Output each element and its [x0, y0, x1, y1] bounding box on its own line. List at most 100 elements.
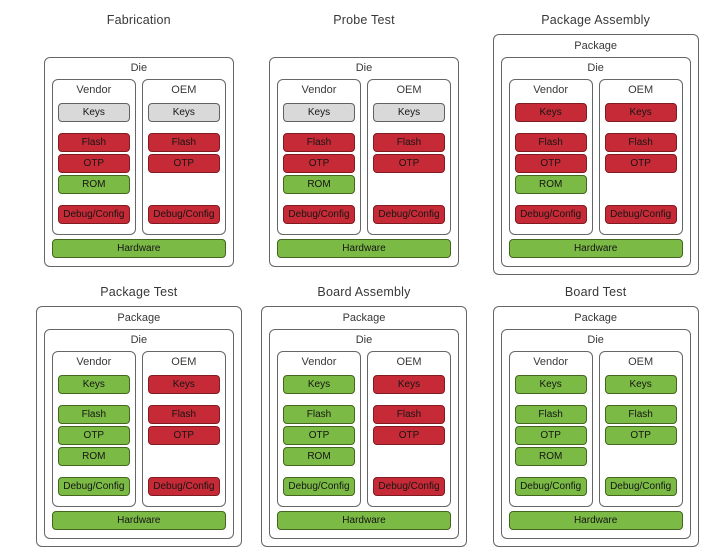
vendor-label: Vendor: [533, 84, 569, 96]
spacer: [58, 395, 130, 404]
vendor-column: Vendor Keys Flash OTP ROM Debug/Config: [51, 79, 136, 235]
hardware-bar: Hardware: [276, 511, 451, 530]
package-label: Package: [342, 312, 386, 324]
spacer: [605, 395, 677, 404]
vendor-rom-block: ROM: [57, 175, 130, 194]
vendor-flash-block: Flash: [282, 133, 355, 152]
die-columns: Vendor Keys Flash OTP ROM Debug/Config O…: [51, 79, 226, 235]
vendor-column: Vendor Keys Flash OTP ROM Debug/Config: [508, 79, 593, 235]
vendor-rom-block: ROM: [514, 447, 587, 466]
vendor-column: Vendor Keys Flash OTP ROM Debug/Config: [51, 351, 136, 507]
spacer: [373, 195, 445, 204]
vendor-flash-block: Flash: [57, 133, 130, 152]
oem-column: OEM Keys Flash OTP ROM Debug/Config: [366, 351, 451, 507]
vendor-debug-config-block: Debug/Config: [57, 477, 130, 496]
spacer: [373, 395, 445, 404]
oem-column: OEM Keys Flash OTP ROM Debug/Config: [366, 79, 451, 235]
stage-title: Board Assembly: [317, 285, 411, 299]
hardware-bar: Hardware: [51, 511, 226, 530]
oem-otp-block: OTP: [147, 426, 220, 445]
die-label: Die: [355, 334, 373, 346]
vendor-debug-config-block: Debug/Config: [282, 477, 355, 496]
oem-column: OEM Keys Flash OTP ROM Debug/Config: [141, 79, 226, 235]
die-box: Die Vendor Keys Flash OTP ROM Debug/Conf…: [268, 329, 459, 539]
vendor-column: Vendor Keys Flash OTP ROM Debug/Config: [276, 79, 361, 235]
die-box: Die Vendor Keys Flash OTP ROM Debug/Conf…: [500, 329, 691, 539]
vendor-otp-block: OTP: [282, 154, 355, 173]
vendor-flash-block: Flash: [57, 405, 130, 424]
oem-label: OEM: [396, 84, 422, 96]
vendor-keys-block: Keys: [514, 375, 587, 394]
spacer: [148, 395, 220, 404]
die-label: Die: [130, 334, 148, 346]
hardware-bar: Hardware: [276, 239, 451, 258]
spacer: [515, 395, 587, 404]
oem-column: OEM Keys Flash OTP ROM Debug/Config: [598, 351, 683, 507]
oem-debug-config-block: Debug/Config: [604, 205, 677, 224]
oem-debug-config-block: Debug/Config: [147, 205, 220, 224]
spacer: [515, 195, 587, 204]
oem-flash-block: Flash: [372, 405, 445, 424]
oem-label: OEM: [628, 84, 654, 96]
vendor-label: Vendor: [533, 356, 569, 368]
stage-title: Board Test: [564, 285, 627, 299]
spacer: [515, 123, 587, 132]
spacer: [605, 123, 677, 132]
oem-column: OEM Keys Flash OTP ROM Debug/Config: [598, 79, 683, 235]
spacer: [58, 195, 130, 204]
oem-label: OEM: [171, 84, 197, 96]
package-label: Package: [117, 312, 161, 324]
oem-flash-block: Flash: [147, 133, 220, 152]
vendor-label: Vendor: [301, 356, 337, 368]
die-label: Die: [355, 62, 373, 74]
stage-panel-board-assembly: Board Assembly Package Die Vendor Keys F…: [240, 272, 480, 547]
vendor-column: Vendor Keys Flash OTP ROM Debug/Config: [276, 351, 361, 507]
vendor-rom-block: ROM: [282, 447, 355, 466]
oem-flash-block: Flash: [147, 405, 220, 424]
vendor-keys-block: Keys: [57, 103, 130, 122]
spacer: [605, 467, 677, 476]
stage-title: Fabrication: [106, 13, 171, 27]
stage-panel-fabrication: Fabrication Package Die Vendor Keys Flas…: [0, 0, 242, 275]
vendor-rom-block: ROM: [514, 175, 587, 194]
die-box: Die Vendor Keys Flash OTP ROM Debug/Conf…: [43, 57, 234, 267]
stage-panel-package-assembly: Package Assembly Package Die Vendor Keys…: [479, 0, 719, 275]
stage-panel-package-test: Package Test Package Die Vendor Keys Fla…: [0, 272, 242, 547]
package-box: Package Die Vendor Keys Flash OTP ROM De…: [492, 306, 699, 547]
vendor-label: Vendor: [76, 356, 112, 368]
spacer: [283, 467, 355, 476]
vendor-flash-block: Flash: [514, 133, 587, 152]
vendor-keys-block: Keys: [282, 375, 355, 394]
package-box: Package Die Vendor Keys Flash OTP ROM De…: [35, 34, 242, 275]
vendor-otp-block: OTP: [57, 154, 130, 173]
spacer: [605, 195, 677, 204]
oem-debug-config-block: Debug/Config: [372, 205, 445, 224]
oem-column: OEM Keys Flash OTP ROM Debug/Config: [141, 351, 226, 507]
spacer: [58, 467, 130, 476]
oem-label: OEM: [396, 356, 422, 368]
oem-flash-block: Flash: [604, 133, 677, 152]
spacer: [58, 123, 130, 132]
vendor-keys-block: Keys: [282, 103, 355, 122]
die-columns: Vendor Keys Flash OTP ROM Debug/Config O…: [508, 351, 683, 507]
die-columns: Vendor Keys Flash OTP ROM Debug/Config O…: [508, 79, 683, 235]
package-box: Package Die Vendor Keys Flash OTP ROM De…: [260, 34, 467, 275]
oem-otp-block: OTP: [147, 154, 220, 173]
vendor-rom-block: ROM: [57, 447, 130, 466]
oem-otp-block: OTP: [604, 426, 677, 445]
die-label: Die: [587, 334, 604, 346]
oem-label: OEM: [171, 356, 197, 368]
stage-title: Package Test: [100, 285, 178, 299]
die-label: Die: [130, 62, 148, 74]
vendor-debug-config-block: Debug/Config: [57, 205, 130, 224]
vendor-label: Vendor: [76, 84, 112, 96]
spacer: [373, 123, 445, 132]
vendor-otp-block: OTP: [282, 426, 355, 445]
vendor-otp-block: OTP: [514, 426, 587, 445]
stage-title: Package Assembly: [541, 13, 651, 27]
package-box: Package Die Vendor Keys Flash OTP ROM De…: [492, 34, 699, 275]
stage-panel-probe-test: Probe Test Package Die Vendor Keys Flash…: [240, 0, 480, 275]
die-columns: Vendor Keys Flash OTP ROM Debug/Config O…: [276, 79, 451, 235]
oem-otp-block: OTP: [372, 426, 445, 445]
oem-flash-block: Flash: [604, 405, 677, 424]
